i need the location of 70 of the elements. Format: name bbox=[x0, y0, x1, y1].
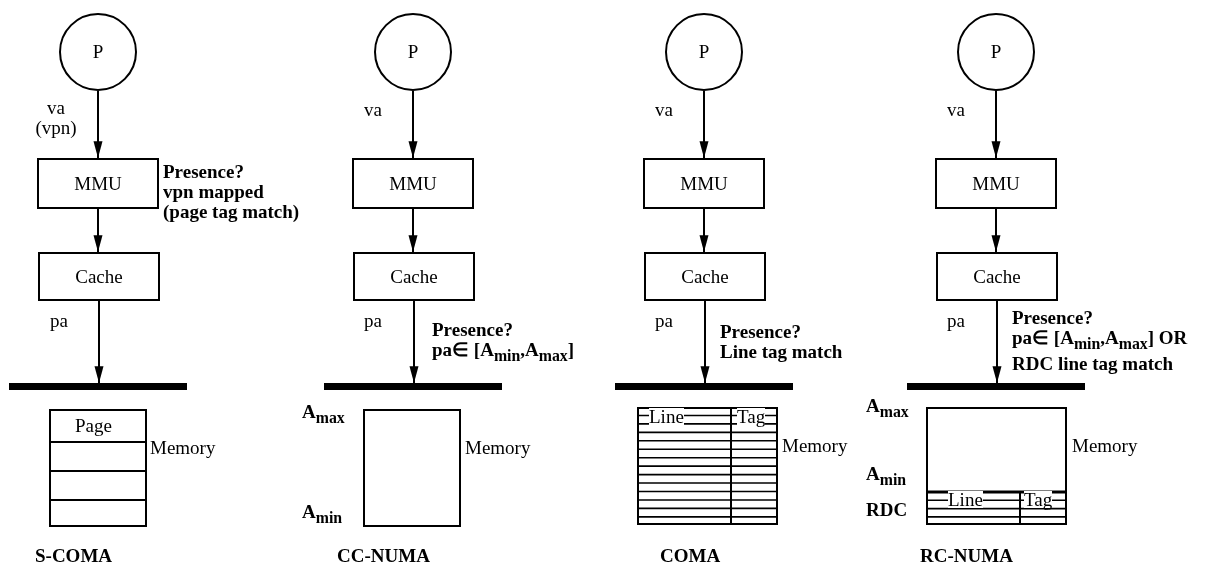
memory-label: Memory bbox=[1072, 436, 1138, 456]
arrow bbox=[699, 90, 709, 159]
memory-block bbox=[926, 407, 1067, 525]
annotation-text: pa∈ [A$_{min}$,A$_{max}$] bbox=[432, 340, 575, 366]
node-label: MMU bbox=[74, 172, 122, 195]
column-label: COMA bbox=[660, 546, 721, 566]
bus-bar bbox=[9, 383, 187, 390]
component-box bbox=[936, 252, 1058, 301]
node-label: MMU bbox=[680, 172, 728, 195]
memory-block bbox=[637, 407, 778, 525]
annotation-text: Presence? bbox=[720, 322, 801, 342]
annotation-text: Line tag match bbox=[720, 342, 843, 362]
address-label: A$_{min}$ bbox=[866, 464, 907, 490]
node-label: Cache bbox=[681, 265, 729, 288]
processor-circle bbox=[665, 13, 743, 91]
arrow bbox=[94, 300, 104, 384]
cell-label: Line bbox=[649, 408, 684, 425]
arrow bbox=[991, 90, 1001, 159]
memory-label: Memory bbox=[782, 436, 848, 456]
cell-label: Tag bbox=[1024, 491, 1053, 508]
node-label: P bbox=[407, 41, 419, 63]
node-label: Cache bbox=[390, 265, 438, 288]
arrow bbox=[93, 208, 103, 253]
arrow bbox=[992, 300, 1002, 384]
processor-circle bbox=[59, 13, 137, 91]
annotation-text: Presence? bbox=[432, 320, 513, 340]
component-box bbox=[352, 158, 474, 209]
bus-bar bbox=[907, 383, 1085, 390]
memory-block bbox=[363, 409, 461, 527]
cache-label: RDC bbox=[866, 500, 908, 520]
arrow bbox=[991, 208, 1001, 253]
component-box bbox=[37, 158, 159, 209]
column-label: S-COMA bbox=[35, 546, 113, 566]
component-box bbox=[935, 158, 1057, 209]
component-box bbox=[643, 158, 765, 209]
arrow bbox=[699, 208, 709, 253]
arrow bbox=[408, 208, 418, 253]
cell-label: Page bbox=[75, 416, 112, 436]
component-box bbox=[644, 252, 766, 301]
node-label: P bbox=[990, 41, 1002, 63]
processor-circle bbox=[957, 13, 1035, 91]
node-label: P bbox=[92, 41, 104, 63]
arrow bbox=[408, 90, 418, 159]
memory-block bbox=[49, 409, 147, 527]
arrow bbox=[409, 300, 419, 384]
arrow bbox=[93, 90, 103, 159]
column-label: RC-NUMA bbox=[920, 546, 1013, 566]
node-label: P bbox=[698, 41, 710, 63]
column-label: CC-NUMA bbox=[337, 546, 430, 566]
annotation-text: Presence? bbox=[1012, 308, 1093, 328]
node-label: MMU bbox=[389, 172, 437, 195]
bus-bar bbox=[324, 383, 502, 390]
node-label: MMU bbox=[972, 172, 1020, 195]
annotation-text: pa∈ [A$_{min}$,A$_{max}$] OR RDC line tag match bbox=[1012, 328, 1189, 374]
annotation-text: Presence? bbox=[163, 162, 244, 182]
node-label: Cache bbox=[973, 265, 1021, 288]
memory-label: Memory bbox=[465, 438, 531, 458]
node-label: Cache bbox=[75, 265, 123, 288]
address-label: A$_{min}$ bbox=[302, 502, 343, 528]
component-box bbox=[38, 252, 160, 301]
cell-label: Line bbox=[948, 491, 983, 508]
cell-label: Tag bbox=[737, 408, 766, 425]
address-label: A$_{max}$ bbox=[302, 402, 345, 428]
annotation-text: vpn mapped (page tag match) bbox=[163, 182, 301, 222]
address-label: A$_{max}$ bbox=[866, 396, 909, 422]
bus-bar bbox=[615, 383, 793, 390]
component-box bbox=[353, 252, 475, 301]
processor-circle bbox=[374, 13, 452, 91]
arrow bbox=[700, 300, 710, 384]
memory-label: Memory bbox=[150, 438, 216, 458]
